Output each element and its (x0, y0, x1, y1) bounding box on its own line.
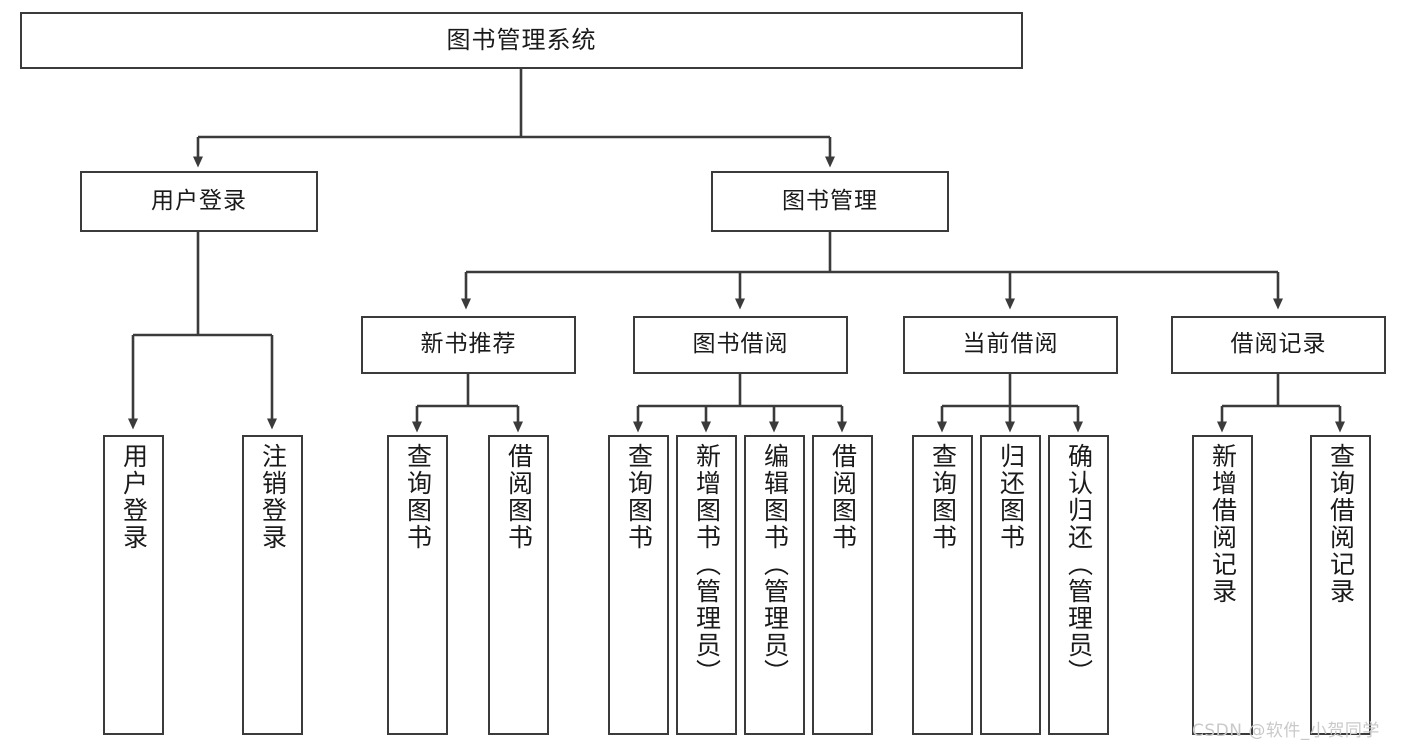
leaf-borrow-add-book-label: 新增图书（管理员） (692, 443, 722, 686)
leaf-cur-return-book-label: 归还图书 (996, 443, 1026, 551)
node-book-borrow-label: 图书借阅 (692, 331, 789, 358)
leaf-rec-query-book[interactable]: 查询图书 (387, 435, 448, 735)
leaf-borrow-edit-book-label: 编辑图书（管理员） (760, 443, 790, 686)
node-root-label: 图书管理系统 (446, 26, 597, 55)
node-current-borrow[interactable]: 当前借阅 (903, 316, 1118, 374)
node-new-book-rec-label: 新书推荐 (420, 331, 517, 358)
leaf-borrow-borrow-book-label: 借阅图书 (828, 443, 858, 551)
node-current-borrow-label: 当前借阅 (962, 331, 1059, 358)
node-user-login[interactable]: 用户登录 (80, 171, 318, 232)
leaf-borrow-borrow-book[interactable]: 借阅图书 (812, 435, 873, 735)
node-book-manage-label: 图书管理 (782, 187, 878, 214)
leaf-borrow-query-book[interactable]: 查询图书 (608, 435, 669, 735)
node-borrow-record-label: 借阅记录 (1230, 331, 1327, 358)
leaf-user-login-label: 用户登录 (119, 443, 149, 551)
leaf-borrow-add-book[interactable]: 新增图书（管理员） (676, 435, 737, 735)
node-book-borrow[interactable]: 图书借阅 (633, 316, 848, 374)
node-borrow-record[interactable]: 借阅记录 (1171, 316, 1386, 374)
leaf-rec-borrow-book[interactable]: 借阅图书 (488, 435, 549, 735)
leaf-borrow-query-book-label: 查询图书 (624, 443, 654, 551)
leaf-cur-confirm-return-label: 确认归还（管理员） (1064, 443, 1094, 686)
leaf-rec-add-record-label: 新增借阅记录 (1208, 443, 1238, 605)
watermark-text: CSDN @软件_小贺同学 (1192, 721, 1380, 741)
leaf-cur-query-book-label: 查询图书 (928, 443, 958, 551)
leaf-rec-borrow-book-label: 借阅图书 (504, 443, 534, 551)
node-new-book-rec[interactable]: 新书推荐 (361, 316, 576, 374)
node-root[interactable]: 图书管理系统 (20, 12, 1023, 69)
leaf-rec-add-record[interactable]: 新增借阅记录 (1192, 435, 1253, 735)
node-user-login-label: 用户登录 (151, 187, 247, 214)
watermark: CSDN @软件_小贺同学 (1192, 716, 1380, 741)
leaf-user-login[interactable]: 用户登录 (103, 435, 164, 735)
leaf-rec-query-record[interactable]: 查询借阅记录 (1310, 435, 1371, 735)
leaf-rec-query-record-label: 查询借阅记录 (1326, 443, 1356, 605)
node-book-manage[interactable]: 图书管理 (711, 171, 949, 232)
leaf-cur-return-book[interactable]: 归还图书 (980, 435, 1041, 735)
leaf-user-logout-label: 注销登录 (258, 443, 288, 551)
leaf-borrow-edit-book[interactable]: 编辑图书（管理员） (744, 435, 805, 735)
leaf-user-logout[interactable]: 注销登录 (242, 435, 303, 735)
leaf-cur-confirm-return[interactable]: 确认归还（管理员） (1048, 435, 1109, 735)
leaf-cur-query-book[interactable]: 查询图书 (912, 435, 973, 735)
leaf-rec-query-book-label: 查询图书 (403, 443, 433, 551)
